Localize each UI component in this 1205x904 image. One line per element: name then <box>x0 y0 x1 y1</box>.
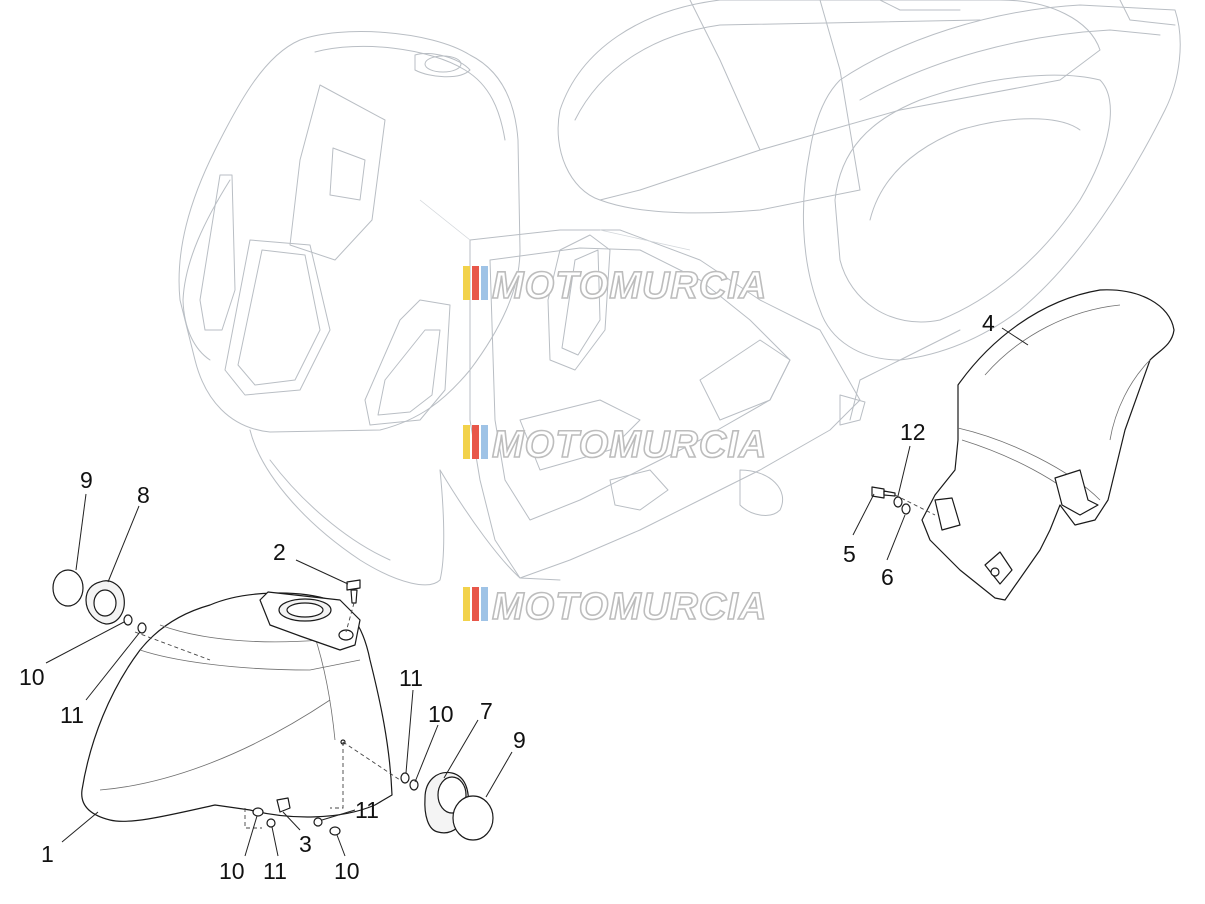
callout-10: 10 <box>19 664 45 690</box>
watermark-bottom: MOTOMURCIA <box>463 585 767 629</box>
callout-11: 11 <box>60 702 84 728</box>
callout-labels: 1 2 3 4 5 6 7 8 9 9 10 10 10 10 11 11 11… <box>19 310 995 884</box>
clip-3 <box>276 797 291 813</box>
callout-6: 6 <box>881 564 894 590</box>
washer-10 <box>252 807 264 817</box>
nut-11 <box>313 817 323 827</box>
screw-2 <box>345 579 361 633</box>
washer-12 <box>893 496 903 508</box>
fastener-washers <box>123 614 419 836</box>
emblem-mount-8 <box>85 580 125 625</box>
watermark-top: MOTOMURCIA <box>463 264 767 308</box>
callout-10: 10 <box>428 701 454 727</box>
callout-4: 4 <box>982 310 995 336</box>
screw-5 <box>871 486 896 499</box>
callout-9: 9 <box>80 467 93 493</box>
callout-5: 5 <box>843 541 856 567</box>
front-mudguard <box>81 591 401 829</box>
callout-10: 10 <box>219 858 245 884</box>
emblem-cap-9-left <box>52 569 84 607</box>
washer-10 <box>329 826 341 836</box>
watermark-middle: MOTOMURCIA <box>463 423 767 467</box>
rear-mudguard <box>921 289 1175 601</box>
callout-10: 10 <box>334 858 360 884</box>
callout-8: 8 <box>137 482 150 508</box>
washer-6 <box>901 503 911 515</box>
nut-11 <box>266 818 276 828</box>
watermark-text: MOTOMURCIA <box>492 586 767 628</box>
nut-11 <box>137 622 147 634</box>
callout-9: 9 <box>513 727 526 753</box>
watermark-text: MOTOMURCIA <box>492 265 767 307</box>
callout-7: 7 <box>480 698 493 724</box>
callout-11: 11 <box>355 797 379 823</box>
nut-11 <box>400 772 410 784</box>
emblem-cap-9-right <box>452 795 494 841</box>
watermark-text: MOTOMURCIA <box>492 424 767 466</box>
callout-11: 11 <box>263 858 287 884</box>
callout-3: 3 <box>299 831 312 857</box>
scooter-body-outline <box>178 0 1181 586</box>
callout-12: 12 <box>900 419 926 445</box>
callout-2: 2 <box>273 539 286 565</box>
leader-lines <box>45 327 1029 857</box>
assembly-axis <box>894 494 936 516</box>
callout-1: 1 <box>41 841 54 867</box>
callout-11: 11 <box>399 665 423 691</box>
washer-10 <box>409 779 419 791</box>
washer-10 <box>123 614 133 626</box>
